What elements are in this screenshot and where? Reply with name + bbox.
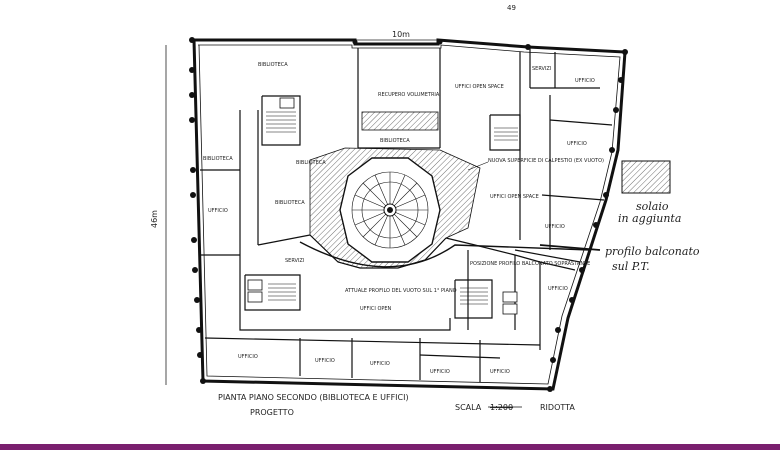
caption-scale-label: SCALA <box>455 403 482 412</box>
room-biblioteca-center: BIBLIOTECA <box>296 160 326 166</box>
stairs <box>266 111 518 305</box>
dimension-top-label: 10m <box>392 30 410 39</box>
room-uffici-open-center: UFFICI OPEN <box>360 306 392 312</box>
central-rotunda <box>339 157 441 263</box>
top-dimension: 10m <box>355 30 440 41</box>
room-ufficio-right3: UFFICIO <box>548 286 568 292</box>
room-uffici-open-right: UFFICI OPEN SPACE <box>490 194 539 200</box>
dimension-left-label: 46m <box>150 210 159 228</box>
room-ufficio-b1: UFFICIO <box>238 354 258 360</box>
room-servizi-bl: SERVIZI <box>285 258 304 264</box>
room-biblioteca-left: BIBLIOTECA <box>203 156 233 162</box>
wall-piers <box>189 37 628 392</box>
room-ufficio-b2: UFFICIO <box>315 358 335 364</box>
room-recupero: RECUPERO VOLUMETRIA <box>378 92 440 98</box>
room-biblioteca-top: BIBLIOTECA <box>258 62 288 68</box>
room-ufficio-right2: UFFICIO <box>545 224 565 230</box>
caption-subtitle: PROGETTO <box>250 408 294 417</box>
profilo-text-1: profilo balconato <box>605 245 700 258</box>
legend-slab: solaio in aggiunta <box>618 160 681 225</box>
drawing-caption: PIANTA PIANO SECONDO (BIBLIOTECA E UFFIC… <box>218 393 575 417</box>
balcony-profile-line <box>299 241 591 268</box>
room-biblioteca-atrium: BIBLIOTECA <box>380 138 410 144</box>
legend-text-1: solaio <box>636 200 669 213</box>
page-mark: 49 <box>507 4 516 12</box>
interior-walls <box>200 47 613 382</box>
room-labels: BIBLIOTECA BIBLIOTECA BIBLIOTECA BIBLIOT… <box>203 62 595 375</box>
legend-balcony: profilo balconato sul P.T. <box>539 244 700 273</box>
room-ufficio-top-right: UFFICIO <box>575 78 595 84</box>
legend-text-2: in aggiunta <box>618 212 681 225</box>
caption-scale-note: RIDOTTA <box>540 403 575 412</box>
room-ufficio-b5: UFFICIO <box>490 369 510 375</box>
profilo-text-2: sul P.T. <box>612 260 650 273</box>
caption-scale-struck: 1:200 <box>490 403 513 412</box>
room-biblioteca-center2: BIBLIOTECA <box>275 200 305 206</box>
outer-walls <box>191 38 627 391</box>
bottom-accent-bar <box>0 444 780 450</box>
room-uffici-open-top: UFFICI OPEN SPACE <box>455 84 504 90</box>
room-attuale-profilo: ATTUALE PROFILO DEL VUOTO SUL 1° PIANO <box>345 288 457 294</box>
elevators <box>247 97 518 315</box>
room-ufficio-b4: UFFICIO <box>430 369 450 375</box>
room-servizi-top: SERVIZI <box>532 66 551 72</box>
nuova-superficie-note: NUOVA SUPERFICIE DI CALPESTIO (EX VUOTO) <box>467 158 604 171</box>
caption-title: PIANTA PIANO SECONDO (BIBLIOTECA E UFFIC… <box>218 393 409 402</box>
room-ufficio-b3: UFFICIO <box>370 361 390 367</box>
room-ufficio-right: UFFICIO <box>567 141 587 147</box>
nuova-superficie-label: NUOVA SUPERFICIE DI CALPESTIO (EX VUOTO) <box>488 158 604 164</box>
left-dimension: 46m <box>150 45 167 385</box>
room-posizione-profilo: POSIZIONE PROFILO BALCONATO SOPRASTANTE <box>470 261 590 267</box>
room-ufficio-left: UFFICIO <box>208 208 228 214</box>
